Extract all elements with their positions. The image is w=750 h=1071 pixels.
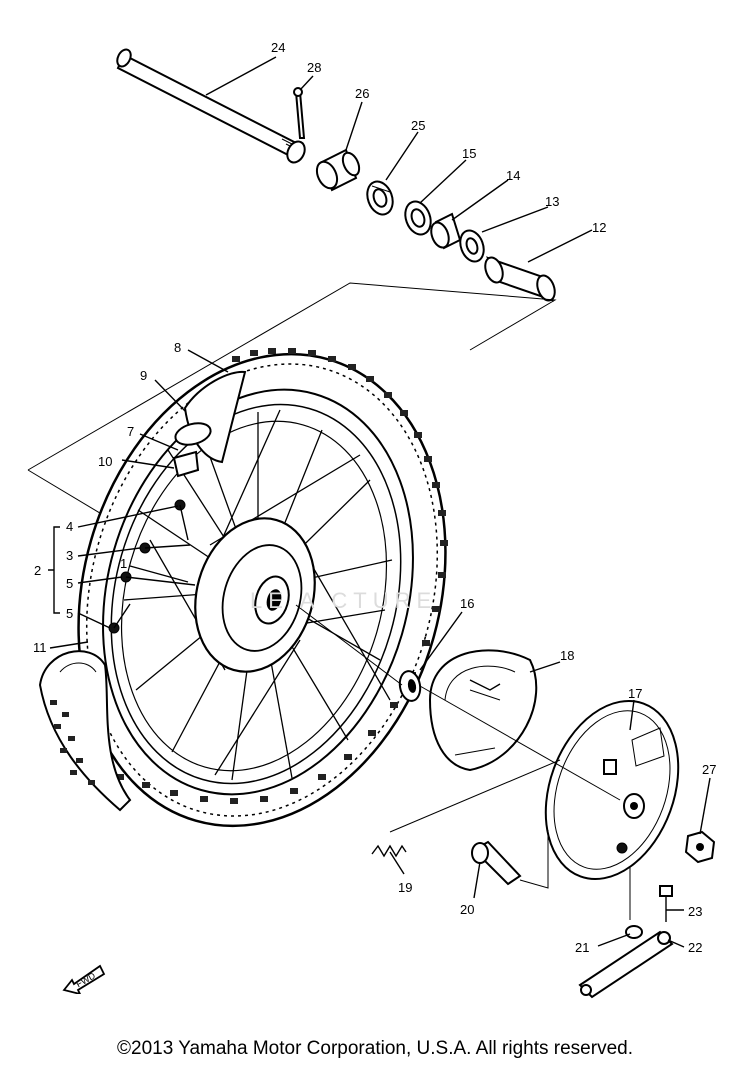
- callout-10: 10: [98, 454, 112, 469]
- callout-12: 12: [592, 220, 606, 235]
- oil-seal-part-25: [366, 180, 394, 216]
- group-bracket-2: [48, 526, 60, 614]
- callout-26: 26: [355, 86, 369, 101]
- bracket-line-hub-parts: [27, 282, 557, 471]
- cotter-pin-part-28: [293, 87, 306, 139]
- callout-11: 11: [33, 640, 47, 655]
- callout-27: 27: [702, 762, 716, 777]
- axle-part-24: [116, 48, 306, 164]
- callout-18: 18: [560, 648, 574, 663]
- callout-8: 8: [174, 340, 181, 355]
- nut-part-27: [684, 830, 716, 864]
- spacer-part-12: [484, 256, 556, 302]
- collar-part-26: [315, 148, 361, 192]
- spoke-nipples-parts: [108, 499, 196, 634]
- spacer-flange-part-14: [430, 212, 462, 250]
- callout-2: 2: [34, 563, 41, 578]
- bolt-part-23: [659, 885, 673, 922]
- valve-part-7: [172, 450, 200, 478]
- bearing-part-15: [404, 200, 432, 236]
- tire-section-part-11: [38, 650, 132, 812]
- callout-1: 1: [120, 556, 127, 571]
- callout-15: 15: [462, 146, 476, 161]
- bearing-part-13: [459, 229, 485, 263]
- callout-28: 28: [307, 60, 321, 75]
- callout-17: 17: [628, 686, 642, 701]
- brake-lever-part-22: [578, 930, 674, 999]
- callout-5b: 5: [66, 606, 73, 621]
- camshaft-part-20: [471, 840, 522, 886]
- callout-5a: 5: [66, 576, 73, 591]
- wheel-assembly: [77, 348, 448, 828]
- washer-part-21: [625, 925, 643, 939]
- tube-part-9: [174, 422, 212, 446]
- callout-13: 13: [545, 194, 559, 209]
- callout-22: 22: [688, 940, 702, 955]
- callout-labels: 24 28 26 25 15 14 13 12 8 9 7 10 4 3 1 5…: [33, 40, 716, 955]
- callout-4: 4: [66, 519, 73, 534]
- spring-part-19: [371, 844, 407, 858]
- watermark-text: LE A CTURE: [250, 588, 438, 613]
- callout-20: 20: [460, 902, 474, 917]
- callout-3: 3: [66, 548, 73, 563]
- brake-shoe-part-18: [428, 649, 538, 772]
- callout-21: 21: [575, 940, 589, 955]
- callout-24: 24: [271, 40, 285, 55]
- forward-arrow-icon: FWD: [62, 964, 106, 994]
- copyright-notice: ©2013 Yamaha Motor Corporation, U.S.A. A…: [117, 1038, 633, 1059]
- callout-leader-lines: [49, 56, 711, 948]
- callout-16: 16: [460, 596, 474, 611]
- brake-plate-part-17: [544, 699, 680, 881]
- callout-9: 9: [140, 368, 147, 383]
- callout-7: 7: [127, 424, 134, 439]
- callout-23: 23: [688, 904, 702, 919]
- callout-25: 25: [411, 118, 425, 133]
- assembly-guide-lines: [295, 604, 631, 920]
- oil-seal-part-16: [398, 670, 422, 702]
- callout-14: 14: [506, 168, 520, 183]
- callout-19: 19: [398, 880, 412, 895]
